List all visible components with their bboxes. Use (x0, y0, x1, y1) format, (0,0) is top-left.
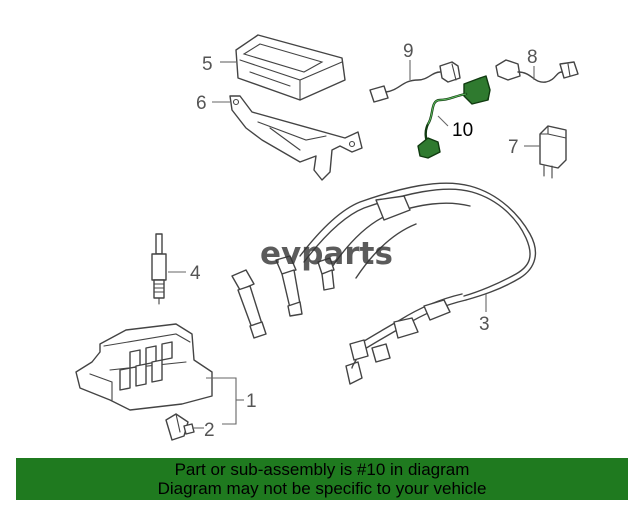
part-10-sensor-highlighted[interactable] (417, 75, 491, 159)
part-2-sensor[interactable] (165, 413, 195, 441)
part-3-wire-set[interactable] (299, 182, 537, 385)
part-3-plug-boots[interactable] (231, 255, 335, 339)
part-6-callout[interactable]: 6 (196, 93, 207, 114)
part-1-leader-line (206, 377, 237, 425)
part-8-callout[interactable]: 8 (527, 47, 538, 68)
part-9-sensor[interactable] (369, 61, 461, 103)
parts-diagram: 5 6 9 8 10 (75, 34, 579, 441)
part-8-sensor[interactable] (495, 59, 579, 83)
part-9-callout[interactable]: 9 (403, 41, 414, 62)
part-4-callout[interactable]: 4 (190, 263, 201, 284)
banner-line-1: Part or sub-assembly is #10 in diagram (174, 460, 470, 479)
part-1-callout[interactable]: 1 (246, 391, 257, 412)
part-2-callout[interactable]: 2 (204, 420, 215, 441)
part-3-callout[interactable]: 3 (479, 314, 490, 335)
part-1-ignition-coil-pack[interactable] (75, 323, 213, 411)
part-5-control-module[interactable] (235, 34, 346, 101)
part-7-relay[interactable] (539, 125, 567, 179)
banner-line-2: Diagram may not be specific to your vehi… (157, 479, 487, 498)
part-7-callout[interactable]: 7 (508, 137, 519, 158)
part-10-callout[interactable]: 10 (452, 120, 473, 141)
part-6-bracket[interactable] (229, 95, 363, 181)
part-10-leader-line (437, 115, 449, 127)
part-4-spark-plug[interactable] (151, 233, 167, 305)
part-info-banner: Part or sub-assembly is #10 in diagram D… (16, 458, 628, 500)
part-5-callout[interactable]: 5 (202, 54, 213, 75)
watermark-logo: evparts (260, 236, 393, 272)
